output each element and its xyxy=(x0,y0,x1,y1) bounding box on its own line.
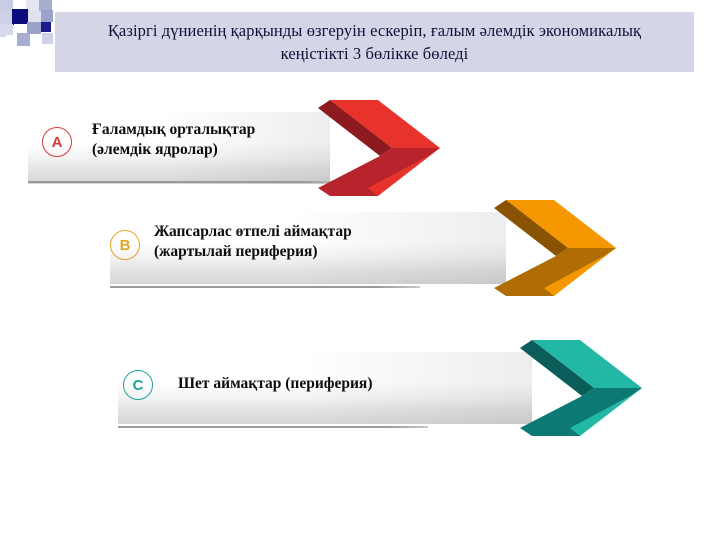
mosaic-square xyxy=(42,33,53,44)
chevron-arrow-icon-c xyxy=(518,338,648,438)
header-band: Қазіргі дүниенің қарқынды өзгеруін ескер… xyxy=(55,12,694,72)
mosaic-square xyxy=(12,9,28,25)
process-row-a: A Ғаламдық орталықтар (әлемдік ядролар) xyxy=(28,98,446,198)
process-row-b: B Жапсарлас өтпелі аймақтар (жартылай пер… xyxy=(110,198,622,298)
mosaic-square xyxy=(41,10,53,22)
mosaic-square xyxy=(6,35,17,46)
mosaic-square xyxy=(30,34,42,46)
baseline-rule-b xyxy=(110,286,420,288)
mosaic-square xyxy=(0,11,13,24)
step-badge-a[interactable]: A xyxy=(42,127,72,157)
mosaic-square xyxy=(39,0,52,13)
page-title: Қазіргі дүниенің қарқынды өзгеруін ескер… xyxy=(107,20,642,63)
chevron-arrow-icon-b xyxy=(492,198,622,298)
step-badge-c[interactable]: C xyxy=(123,370,153,400)
mosaic-square xyxy=(0,24,13,37)
mosaic-square xyxy=(27,22,41,36)
ribbon-body-b xyxy=(110,212,506,284)
ribbon-body-c xyxy=(118,352,532,424)
row-label-a: Ғаламдық орталықтар (әлемдік ядролар) xyxy=(92,121,256,159)
blue-squares-mosaic-icon xyxy=(0,0,58,46)
step-badge-b[interactable]: B xyxy=(110,230,140,260)
step-badge-label-c: C xyxy=(132,376,144,394)
mosaic-square xyxy=(17,33,30,46)
mosaic-square xyxy=(41,22,51,32)
baseline-rule-c xyxy=(118,426,428,428)
step-badge-label-a: A xyxy=(51,133,63,151)
process-row-c: C Шет аймақтар (периферия) xyxy=(118,338,648,438)
row-label-c: Шет аймақтар (периферия) xyxy=(178,375,373,392)
mosaic-square xyxy=(26,0,39,13)
mosaic-square xyxy=(28,11,41,24)
mosaic-square xyxy=(0,0,13,13)
baseline-rule-a xyxy=(28,181,348,183)
row-label-b: Жапсарлас өтпелі аймақтар (жартылай пери… xyxy=(154,223,352,261)
step-badge-label-b: B xyxy=(119,236,131,254)
chevron-arrow-icon-a xyxy=(316,98,446,198)
ribbon-body-a xyxy=(28,112,330,184)
